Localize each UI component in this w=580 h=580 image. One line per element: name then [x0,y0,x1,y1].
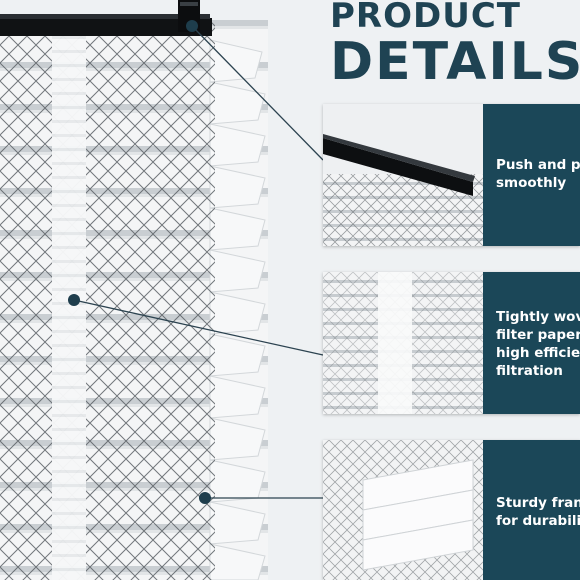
frame-closeup-image [323,104,483,246]
filter-paper-closeup-image [323,272,483,414]
callout-panel [483,440,580,580]
sturdy-frame-closeup-image [323,440,483,580]
callout-text-paper: Tightly wov filter paper high efficie fi… [496,309,580,379]
callout-dot-sturdy [199,492,211,504]
callout-connectors [73,25,324,499]
callout-text-frame: Push and p smoothly [496,157,580,191]
callout-dot-frame [186,20,198,32]
air-filter-image [0,20,268,580]
callout-panel [483,272,580,414]
callout-text-sturdy: Sturdy fran for durabili [496,495,580,529]
callout-panel [483,104,580,246]
callout-card-frame: Push and p smoothly [323,104,580,246]
title-line-1: PRODUCT [330,0,521,36]
callout-dot-filter [68,294,80,306]
filter-frame-image [0,0,212,36]
title-line-2: DETAILS [330,32,580,92]
callout-card-paper: Tightly wov filter paper high efficie fi… [323,272,580,414]
callout-card-sturdy: Sturdy fran for durabili [323,440,580,580]
